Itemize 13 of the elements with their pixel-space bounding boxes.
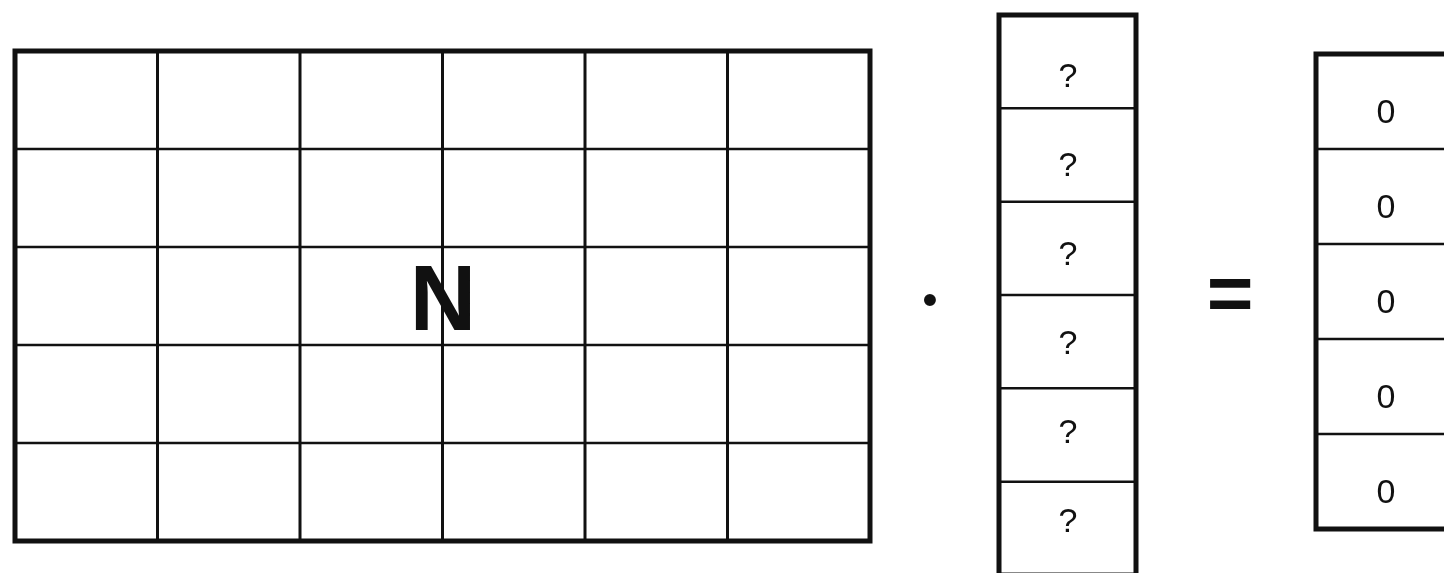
vector-entry: ? [1058, 414, 1078, 448]
vector-entry: ? [1058, 236, 1078, 270]
vector-entry: ? [1058, 325, 1078, 359]
result-entry: 0 [1376, 284, 1396, 318]
result-entry: 0 [1376, 474, 1396, 508]
vector-entry: ? [1058, 147, 1078, 181]
result-entry: 0 [1376, 94, 1396, 128]
result-entry: 0 [1376, 379, 1396, 413]
vector-entry: ? [1058, 58, 1078, 92]
vector-entry: ? [1058, 503, 1078, 537]
dot-operator: • [922, 278, 938, 322]
equals-sign: = [1206, 253, 1254, 333]
result-entry: 0 [1376, 189, 1396, 223]
